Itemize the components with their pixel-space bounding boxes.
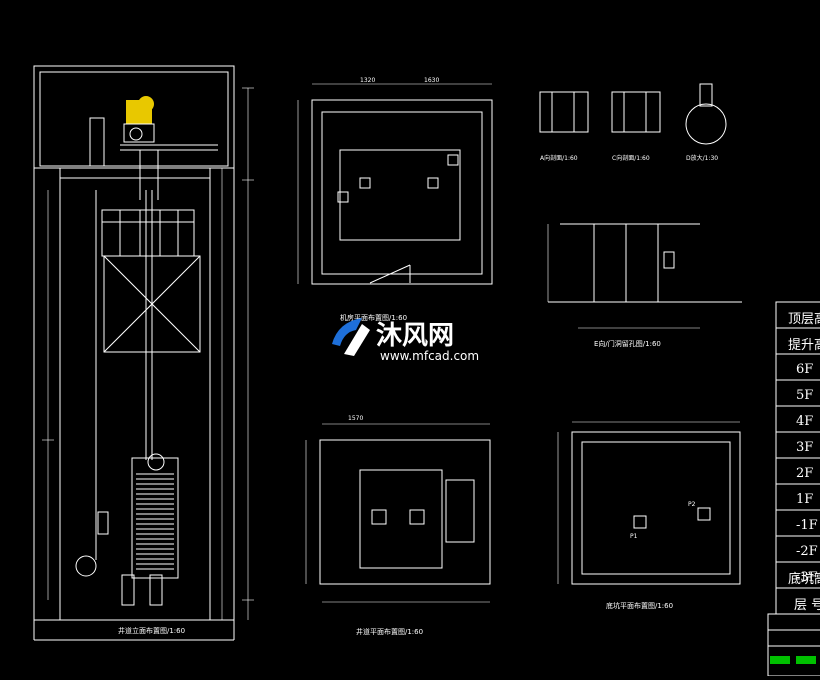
floor-label: 3F [796, 440, 813, 455]
floor-label: -2F [796, 544, 818, 559]
floor-table: 顶层高 提升高 6F 5F 4F 3F 2F 1F -1F -2F -3F 底坑高 层 号 [767, 301, 820, 677]
table-footer: 层 号 [794, 598, 820, 613]
hoist-plan-title: 机房平面布置图/1:60 [340, 313, 407, 322]
dim-top-1: 1320 [360, 77, 375, 84]
pit-plan-title: 井道平面布置图/1:60 [356, 627, 423, 636]
pit-bottom-plan: P1 P2 底坑平面布置图/1:60 [557, 421, 741, 610]
floor-label: -1F [796, 518, 818, 533]
floor-label: -3F [796, 570, 818, 585]
table-pit-row: 底坑高 [788, 571, 820, 587]
watermark-url: www.mfcad.com [380, 349, 479, 363]
detail-d-title: D放大/1:30 [686, 154, 718, 162]
pit-bottom-title: 底坑平面布置图/1:60 [606, 601, 673, 610]
table-header-top: 顶层高 [788, 311, 820, 327]
floor-label: 2F [796, 466, 813, 481]
traction-machine-icon [123, 96, 155, 143]
detail-c-title: C向剖面/1:60 [612, 154, 650, 162]
floor-label: 6F [796, 362, 813, 377]
section-details: A向剖面/1:60 C向剖面/1:60 D放大/1:30 [539, 83, 727, 162]
watermark: 沐风网 www.mfcad.com [332, 318, 479, 363]
floor-label: 1F [796, 492, 813, 507]
dim-plan-1: 1570 [348, 415, 363, 422]
door-elevation: E向/门洞留孔图/1:60 [547, 223, 742, 348]
pit-label-p1: P1 [630, 533, 638, 540]
floor-label: 5F [796, 388, 813, 403]
shaft-section-title: 井道立面布置图/1:60 [118, 626, 185, 635]
dim-top-2: 1630 [424, 77, 439, 84]
shaft-plan: 1570 井道平面布置图/1:60 [305, 415, 491, 636]
watermark-brand: 沐风网 [376, 321, 454, 351]
door-elev-title: E向/门洞留孔图/1:60 [594, 339, 661, 348]
floor-label: 4F [796, 414, 813, 429]
table-header-shaft: 提升高 [788, 337, 820, 353]
machine-room-plan: 1320 1630 机房平面布置图/1:60 [297, 77, 493, 322]
detail-a-title: A向剖面/1:60 [540, 154, 578, 162]
counterweight [131, 453, 179, 579]
shaft-section: 井道立面布置图/1:60 [33, 65, 254, 641]
pit-label-p2: P2 [688, 501, 696, 508]
mfcad-logo-icon [332, 318, 370, 356]
